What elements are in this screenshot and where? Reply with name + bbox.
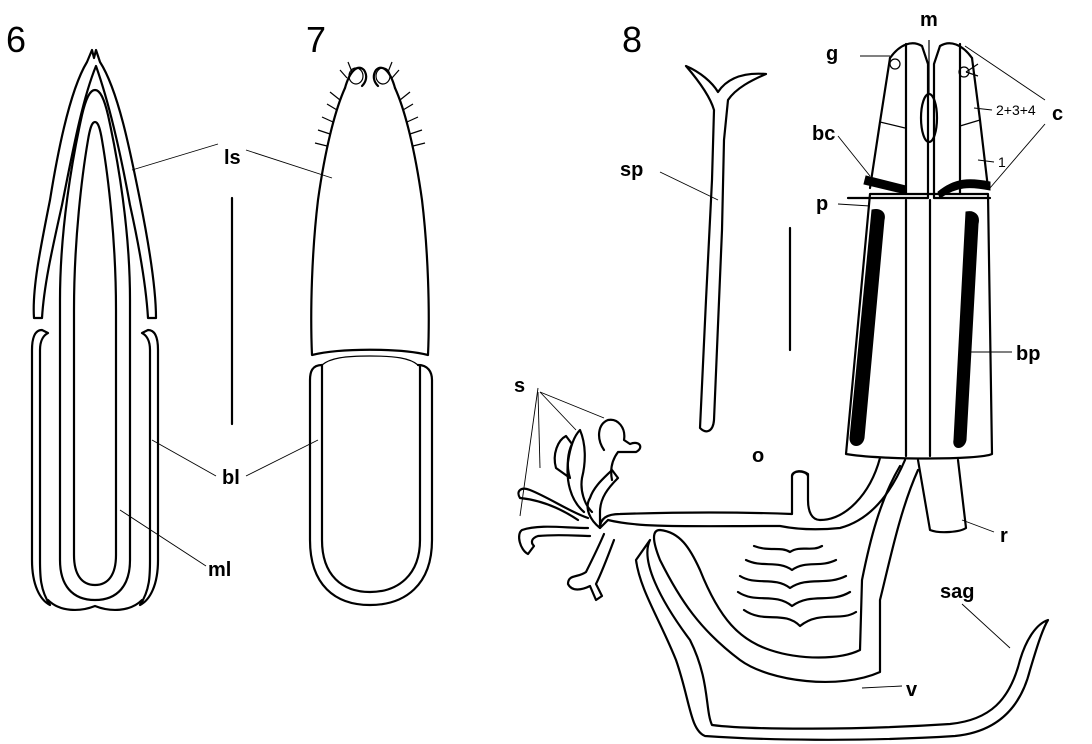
panel7-upper-cone [311, 88, 429, 355]
panel-8: 8 [518, 19, 1048, 740]
spicule [686, 66, 766, 431]
label-p: p [816, 193, 828, 215]
panel-number-8: 8 [622, 19, 642, 60]
label-o: o [752, 445, 764, 467]
label-v: v [906, 679, 918, 701]
label-bl: bl [222, 467, 240, 489]
panel-number-6: 6 [6, 19, 26, 60]
label-sp: sp [620, 159, 643, 181]
label-segment-1: 1 [998, 154, 1006, 170]
label-m: m [920, 9, 938, 31]
vaginal-folds [738, 546, 856, 626]
panel6-right-lower-sheath [140, 330, 158, 605]
rectum [918, 460, 966, 532]
genital-tract [600, 458, 905, 529]
panel7-waist [322, 356, 418, 365]
panel-number-7: 7 [306, 19, 326, 60]
panel7-sensilla-right-icon [376, 68, 390, 84]
left-outer-edge [870, 58, 890, 188]
lower-duct [636, 540, 1048, 740]
label-g: g [826, 43, 838, 65]
right-outer-edge [972, 58, 988, 188]
label-c: c [1052, 103, 1063, 125]
label-bc: bc [812, 123, 835, 145]
basal-bar-right [938, 180, 990, 198]
plate-left [850, 209, 884, 445]
spermathecae [518, 420, 640, 600]
segment-divider-left [880, 122, 905, 128]
panel-7: 7 [306, 19, 432, 605]
right-valve-outline [934, 43, 990, 198]
panel-6: 6 [6, 19, 158, 610]
panel6-left-lower-sheath [32, 330, 50, 605]
label-r: r [1000, 525, 1008, 547]
segment-divider-right [960, 120, 980, 126]
label-ls: ls [224, 147, 241, 169]
gonopore-left-icon [890, 59, 900, 69]
label-sag: sag [940, 581, 974, 603]
label-segments-234: 2+3+4 [996, 102, 1036, 118]
label-bp: bp [1016, 343, 1040, 365]
basal-bar-left [864, 176, 906, 194]
label-s: s [514, 375, 525, 397]
plate-right [954, 212, 979, 448]
panel6-inner-lumen [74, 122, 116, 585]
panel7-setae [315, 62, 425, 146]
panel6-base [48, 600, 142, 610]
panel7-lower-inner [322, 365, 420, 592]
label-ml: ml [208, 559, 231, 581]
